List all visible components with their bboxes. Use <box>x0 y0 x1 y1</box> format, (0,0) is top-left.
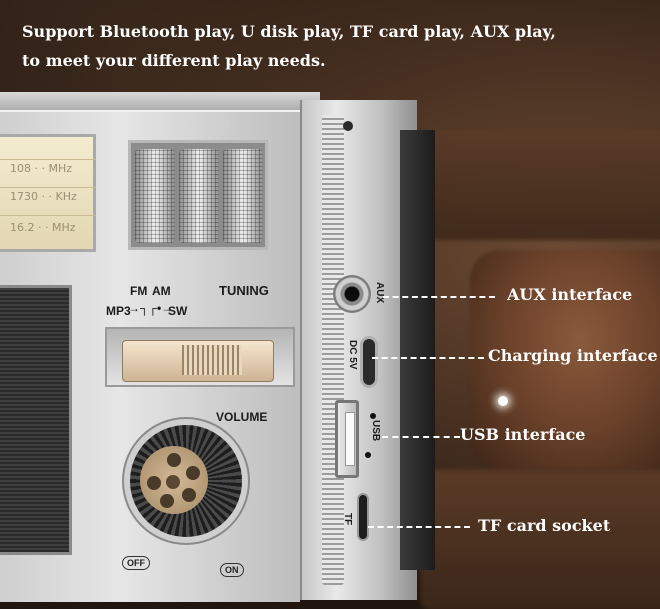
dial-unit: MHz <box>51 221 76 234</box>
radio-back-panel <box>400 130 435 570</box>
band-selector-arrows: →┐┌•→ <box>128 301 174 315</box>
dial-scale-row: 108 · · MHz <box>10 162 73 175</box>
headline-line-1: Support Bluetooth play, U disk play, TF … <box>22 22 556 41</box>
knob-hole <box>182 488 196 502</box>
slider-grip <box>182 345 242 375</box>
aux-port-label: AUX <box>374 282 385 304</box>
band-am-label: AM <box>152 284 171 298</box>
background-leather-object <box>470 250 660 470</box>
side-grip-ribs <box>322 115 344 585</box>
band-sw-label: SW <box>168 304 188 318</box>
tuning-wheel[interactable] <box>135 149 175 243</box>
speaker-grille <box>0 285 72 555</box>
tf-card-slot[interactable] <box>357 493 369 541</box>
tf-callout-text: TF card socket <box>478 516 611 535</box>
usb-port-label: USB <box>370 420 381 442</box>
indicator-dot <box>365 452 371 458</box>
dial-line <box>0 187 96 188</box>
tuning-wheels <box>128 140 268 250</box>
aux-port[interactable] <box>333 275 371 313</box>
off-label: OFF <box>122 556 150 570</box>
dial-scale-row: 1730 · · KHz <box>10 190 77 203</box>
charging-port[interactable] <box>360 336 378 388</box>
headline-line-2: to meet your different play needs. <box>22 51 326 70</box>
light-reflection <box>498 396 508 406</box>
dial-scale-row: 16.2 · · MHz <box>10 221 76 234</box>
radio-top-edge <box>0 92 320 112</box>
usb-callout-line <box>382 436 460 438</box>
band-mp3-label: MP3 <box>106 304 131 318</box>
charging-callout-line <box>372 357 484 359</box>
indicator-dot <box>370 413 376 419</box>
frequency-dial-window: 108 · · MHz 1730 · · KHz 16.2 · · MHz <box>0 134 96 252</box>
side-screw <box>343 121 353 131</box>
usb-callout-text: USB interface <box>460 425 586 444</box>
headline: Support Bluetooth play, U disk play, TF … <box>22 17 642 75</box>
knob-hole <box>186 466 200 480</box>
tf-callout-line <box>368 526 470 528</box>
tuning-label: TUNING <box>219 283 269 298</box>
dial-value: 1730 <box>10 190 38 203</box>
dial-line <box>0 215 96 216</box>
dial-unit: MHz <box>48 162 73 175</box>
background-wood-shelf <box>430 130 660 240</box>
knob-hole <box>167 453 181 467</box>
charging-callout-text: Charging interface <box>488 346 658 365</box>
knob-hole <box>166 475 180 489</box>
dial-value: 108 <box>10 162 31 175</box>
background-wood-base <box>420 470 660 609</box>
on-label: ON <box>220 563 244 577</box>
tf-port-label: TF <box>342 513 353 526</box>
dial-unit: KHz <box>55 190 77 203</box>
knob-hole <box>147 476 161 490</box>
volume-label: VOLUME <box>216 410 268 424</box>
dial-value: 16.2 <box>10 221 35 234</box>
band-fm-label: FM <box>130 284 148 298</box>
tuning-wheel[interactable] <box>223 149 263 243</box>
knob-hole <box>160 494 174 508</box>
aux-callout-text: AUX interface <box>507 285 633 304</box>
tuning-wheel[interactable] <box>179 149 219 243</box>
aux-callout-line <box>383 296 495 298</box>
dc-port-label: DC 5V <box>347 340 358 370</box>
usb-port-slot <box>345 412 355 466</box>
dial-line <box>0 159 96 160</box>
